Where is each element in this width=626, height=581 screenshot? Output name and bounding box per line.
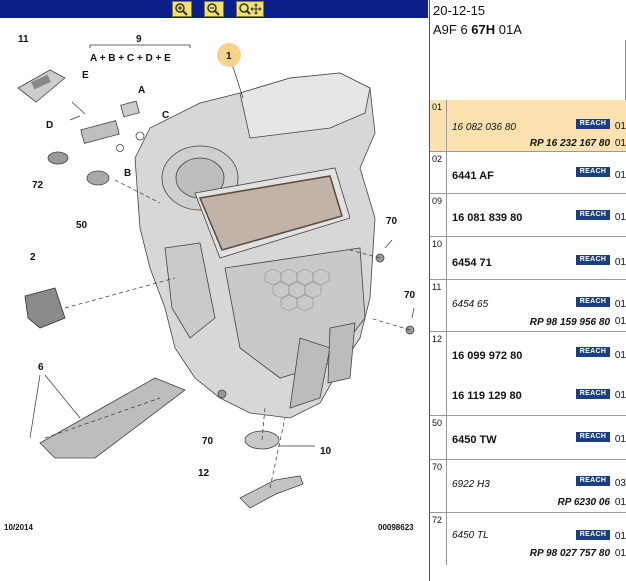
part-2-drawing <box>24 287 66 329</box>
reach-badge: REACH <box>576 530 610 540</box>
callout-70-lower[interactable]: 70 <box>202 436 214 447</box>
callout-10[interactable]: 10 <box>320 446 332 457</box>
callout-C[interactable]: C <box>162 110 169 121</box>
part-number: 16 099 972 80 <box>452 350 523 362</box>
callout-2[interactable]: 2 <box>30 252 36 263</box>
replacement-part: RP 98 027 757 80 <box>529 548 610 559</box>
reach-badge: REACH <box>576 432 610 442</box>
quantity: 01 <box>614 316 626 327</box>
part-72-drawing <box>47 151 69 165</box>
callout-6[interactable]: 6 <box>38 362 44 373</box>
callout-72[interactable]: 72 <box>32 180 44 191</box>
callout-11[interactable]: 11 <box>18 34 29 45</box>
callout-E[interactable]: E <box>82 70 89 81</box>
part-row-02[interactable]: 02 6441 AF REACH 01 <box>430 152 626 194</box>
callout-B[interactable]: B <box>124 168 131 179</box>
callout-A[interactable]: A <box>138 85 145 96</box>
part-row-01[interactable]: 01 16 082 036 80 REACH 01 RP 16 232 167 … <box>430 100 626 152</box>
part-row-09[interactable]: 09 16 081 839 80 REACH 01 <box>430 194 626 237</box>
callout-50[interactable]: 50 <box>76 220 88 231</box>
catalog-date: 20-12-15 <box>433 3 486 18</box>
quantity: 01 <box>614 299 626 310</box>
pan-button[interactable] <box>236 1 264 17</box>
pan-zoom-icon <box>239 3 262 15</box>
zoom-in-icon <box>175 3 188 16</box>
quantity: 01 <box>614 121 626 132</box>
reach-badge: REACH <box>576 255 610 265</box>
replacement-part: RP 98 159 956 80 <box>529 317 610 328</box>
part-row-72[interactable]: 72 6450 TL REACH 01 RP 98 027 757 80 01 <box>430 513 626 565</box>
quantity: 01 <box>614 138 626 149</box>
quantity: 01 <box>614 497 626 508</box>
reach-badge: REACH <box>576 347 610 357</box>
part-row-10[interactable]: 10 6454 71 REACH 01 <box>430 237 626 280</box>
callout-70-right[interactable]: 70 <box>404 290 416 301</box>
reach-badge: REACH <box>576 167 610 177</box>
reach-badge: REACH <box>576 119 610 129</box>
part-number: 6450 TL <box>452 530 489 541</box>
quantity: 01 <box>614 548 626 559</box>
part-50-drawing <box>86 170 110 186</box>
quantity: 01 <box>614 531 626 542</box>
reach-badge: REACH <box>576 476 610 486</box>
zoom-in-button[interactable] <box>172 1 192 17</box>
diagram-reference: 00098623 <box>378 523 414 532</box>
part-row-50[interactable]: 50 6450 TW REACH 01 <box>430 416 626 460</box>
callout-9[interactable]: 9 <box>136 34 142 45</box>
reach-badge: REACH <box>576 210 610 220</box>
callout-9-subparts: A + B + C + D + E <box>90 53 171 64</box>
quantity: 03 <box>614 478 626 489</box>
diagram-date: 10/2014 <box>4 523 33 532</box>
callout-70-upper[interactable]: 70 <box>386 216 398 227</box>
hvac-housing-drawing <box>134 72 376 419</box>
callout-12[interactable]: 12 <box>198 468 210 479</box>
part-row-12[interactable]: 12 16 099 972 80 REACH 01 16 119 129 80 … <box>430 332 626 416</box>
part-number: 6922 H3 <box>452 479 490 490</box>
part-number: 6454 65 <box>452 299 489 310</box>
catalog-code: A9F 6 67H 01A <box>433 22 522 37</box>
diagram-panel: 11 9 A + B + C + D + E 1 E A D C B 72 50… <box>0 0 428 532</box>
reach-badge: REACH <box>576 297 610 307</box>
callout-1-highlight <box>217 43 241 67</box>
part-number: 6454 71 <box>452 257 492 269</box>
quantity: 01 <box>614 170 626 181</box>
part-number-alt: 16 119 129 80 <box>452 390 522 402</box>
parts-list-panel: 20-12-15 A9F 6 67H 01A 01 16 082 036 80 … <box>429 0 626 581</box>
part-number: 16 082 036 80 <box>452 122 516 133</box>
part-row-11[interactable]: 11 6454 65 REACH 01 RP 98 159 956 80 01 <box>430 280 626 332</box>
actuator-parts-drawing <box>69 100 145 152</box>
part-row-70[interactable]: 70 6922 H3 REACH 03 RP 6230 06 01 <box>430 460 626 513</box>
callout-D[interactable]: D <box>46 120 53 131</box>
quantity: 01 <box>614 350 626 361</box>
callout-1[interactable]: 1 <box>226 51 232 62</box>
diagram-toolbar <box>0 0 428 18</box>
quantity: 01 <box>614 434 626 445</box>
replacement-part: RP 16 232 167 80 <box>529 138 610 149</box>
part-11-drawing <box>17 69 66 103</box>
zoom-out-icon <box>207 3 220 16</box>
quantity: 01 <box>614 257 626 268</box>
replacement-part: RP 6230 06 <box>557 497 610 508</box>
parts-list-header: 20-12-15 A9F 6 67H 01A <box>430 0 626 101</box>
part-number: 6441 AF <box>452 170 494 182</box>
reach-badge: REACH <box>576 389 610 399</box>
part-number: 6450 TW <box>452 434 497 446</box>
part-6-drawing <box>39 377 186 459</box>
part-12-drawing <box>239 475 304 509</box>
quantity: 01 <box>614 212 626 223</box>
part-number: 16 081 839 80 <box>452 212 523 224</box>
quantity: 01 <box>614 390 626 401</box>
zoom-out-button[interactable] <box>204 1 224 17</box>
honeycomb-texture <box>264 268 330 312</box>
exploded-parts-diagram: 11 9 A + B + C + D + E 1 E A D C B 72 50… <box>17 34 416 509</box>
